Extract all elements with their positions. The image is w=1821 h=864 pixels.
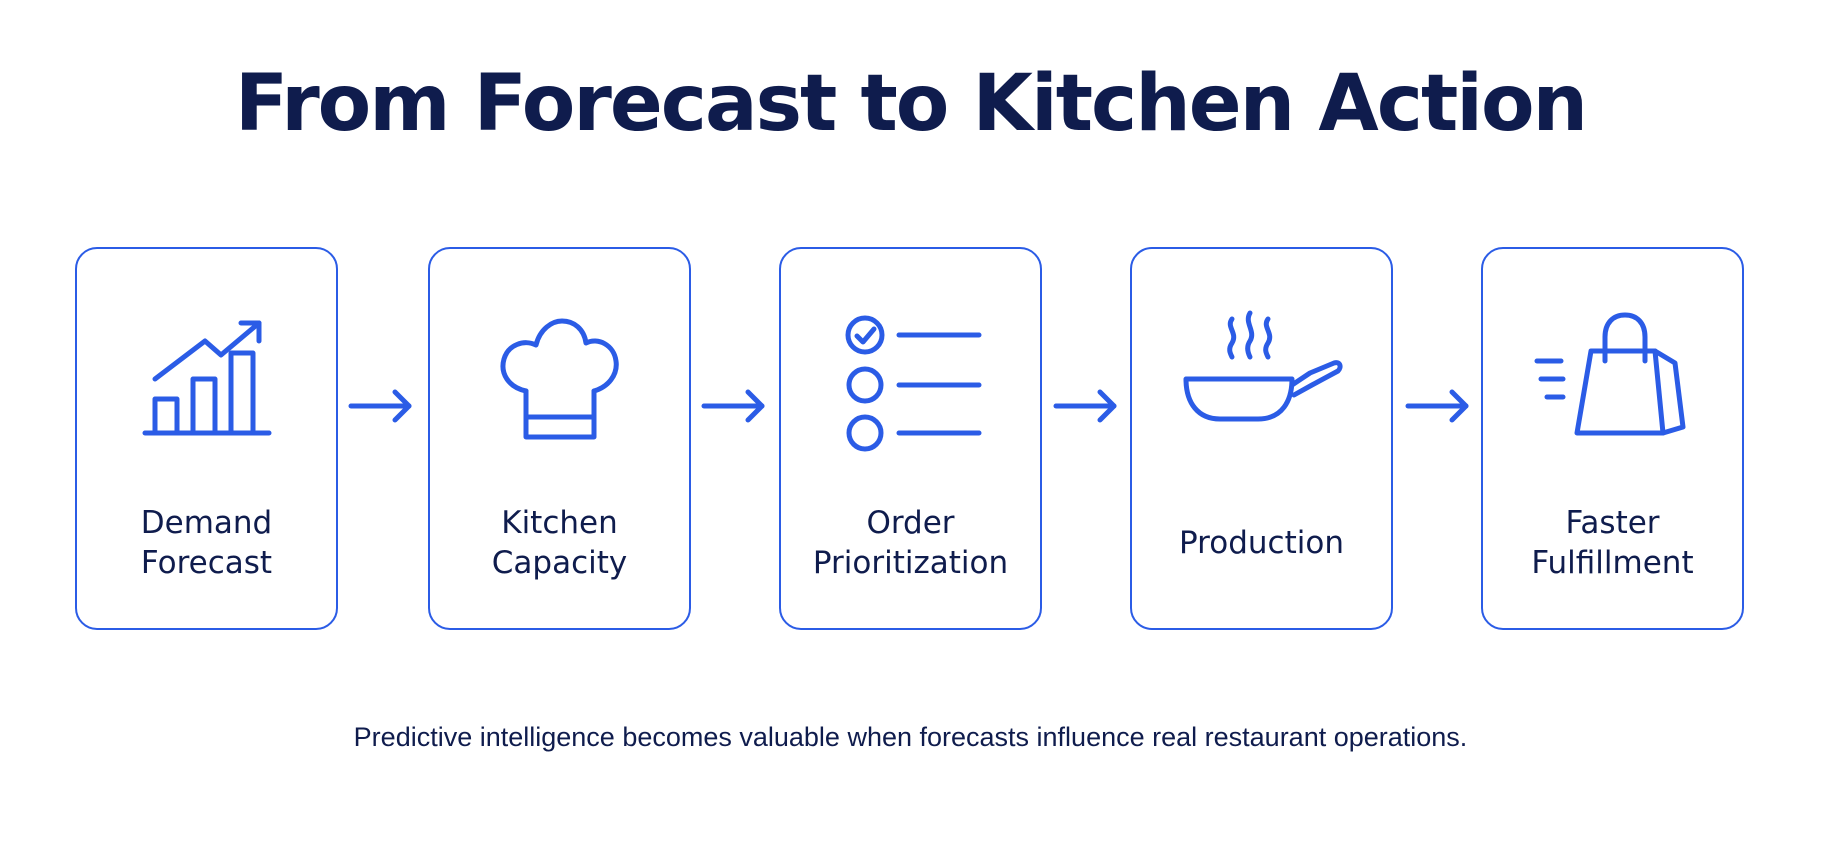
step-card-order-prioritization: Order Prioritization xyxy=(779,247,1042,630)
arrow-right-icon xyxy=(1404,386,1474,426)
step-card-faster-fulfillment: Faster Fulfillment xyxy=(1481,247,1744,630)
arrow-right-icon xyxy=(347,386,417,426)
step-label: Fulfillment xyxy=(1531,545,1694,581)
step-label: Prioritization xyxy=(812,545,1009,581)
bar-chart-trend-icon xyxy=(77,291,336,471)
arrow-right-icon xyxy=(1052,386,1122,426)
step-label: Order xyxy=(866,505,955,541)
step-label: Kitchen xyxy=(501,505,618,541)
step-label: Forecast xyxy=(140,545,273,581)
step-card-demand-forecast: Demand Forecast xyxy=(75,247,338,630)
step-label: Demand xyxy=(140,505,273,541)
checklist-icon xyxy=(781,291,1040,471)
step-label: Capacity xyxy=(491,545,628,581)
chef-hat-icon xyxy=(430,291,689,471)
step-label: Production xyxy=(1179,525,1344,561)
step-label: Faster xyxy=(1565,505,1660,541)
caption: Predictive intelligence becomes valuable… xyxy=(353,722,1468,752)
shopping-bag-icon xyxy=(1483,291,1742,471)
step-card-production: Production xyxy=(1130,247,1393,630)
arrow-right-icon xyxy=(700,386,770,426)
page-title: From Forecast to Kitchen Action xyxy=(234,59,1588,149)
step-card-kitchen-capacity: Kitchen Capacity xyxy=(428,247,691,630)
frying-pan-icon xyxy=(1132,291,1391,471)
